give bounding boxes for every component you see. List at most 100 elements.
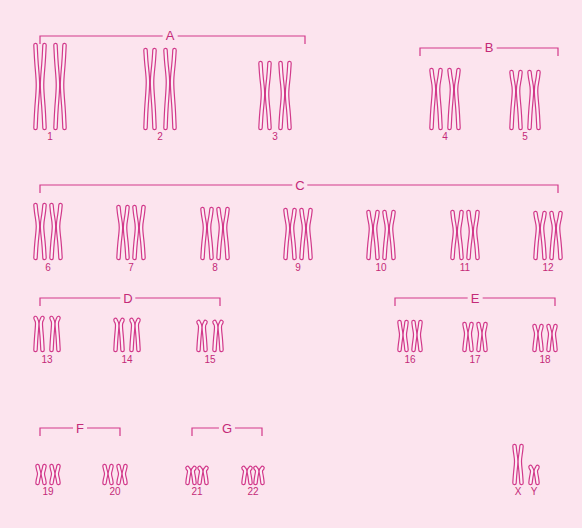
chromatid-fill [470,324,472,350]
chromatid-outline [540,326,542,350]
chromatid-outline [256,468,258,483]
chromatid-fill [558,213,560,258]
chromosome-number: 9 [292,263,304,273]
chromatid-outline [124,466,126,483]
chromatid-fill [459,212,461,258]
group-letter: A [163,29,178,42]
chromatid-outline [199,322,201,350]
chromatid-fill [261,468,263,483]
chromatid-fill [152,50,154,128]
chromatid-outline [193,468,195,483]
chromatid-fill [42,45,44,128]
chromatid-outline [385,212,387,258]
chromatid-fill [414,322,416,350]
chromatid-fill [432,70,434,128]
chromatid-outline [267,63,269,128]
chromatid-fill [193,468,195,483]
chromatid-outline [479,324,481,350]
chromatid-fill [465,324,467,350]
chromatid-outline [119,207,121,258]
chromatid-outline [135,207,137,258]
chromatid-outline [456,70,458,128]
chromosome-number: 7 [125,263,137,273]
chromatid-outline [56,45,58,128]
chromatid-fill [450,70,452,128]
chromatid-outline [105,466,107,483]
chromatid-outline [512,72,514,128]
chromatid-fill [220,322,222,350]
chromatid-fill [137,320,139,350]
group-letter: D [120,292,135,305]
chromatid-outline [308,210,310,258]
chromatid-outline [469,212,471,258]
chromosome-number: 21 [188,487,205,497]
chromatid-fill [515,446,517,483]
chromatid-fill [302,210,304,258]
chromatid-fill [38,466,40,483]
chromatid-fill [542,213,544,258]
chromatid-fill [405,322,407,350]
chromatid-outline [36,318,38,350]
chromatid-outline [220,322,222,350]
chromatid-fill [249,468,251,483]
chromosome-number: 11 [457,263,473,273]
chromatid-outline [292,210,294,258]
chromatid-fill [41,318,43,350]
chromatid-fill [166,50,168,128]
chromosome-number: 16 [401,355,418,365]
chromatid-fill [119,207,121,258]
chromatid-outline [536,72,538,128]
chromatid-outline [405,322,407,350]
chromatid-outline [515,446,517,483]
chromosome-number: 1 [44,132,56,142]
chromatid-outline [172,50,174,128]
chromatid-fill [535,326,537,350]
chromatid-fill [267,63,269,128]
chromosome-number: 6 [42,263,54,273]
chromatid-outline [146,50,148,128]
chromatid-outline [391,212,393,258]
chromatid-fill [479,324,481,350]
chromatid-fill [520,446,522,483]
chromatid-fill [125,207,127,258]
chromatid-fill [116,320,118,350]
chromatid-outline [261,63,263,128]
chromatid-fill [530,72,532,128]
chromatid-fill [292,210,294,258]
chromatid-fill [475,212,477,258]
chromatid-outline [205,468,207,483]
chromatid-outline [52,318,54,350]
chromatid-outline [62,45,64,128]
chromosome-number: X [512,487,525,497]
chromatid-fill [146,50,148,128]
group-letter: B [482,41,497,54]
chromatid-outline [244,468,246,483]
chromosome-number: 5 [519,132,531,142]
chromatid-fill [57,466,59,483]
chromatid-fill [119,466,121,483]
chromatid-outline [475,212,477,258]
chromatid-outline [536,213,538,258]
chromatid-fill [391,212,393,258]
chromosome-number: 15 [201,355,218,365]
chromatid-outline [41,318,43,350]
chromatid-fill [531,467,533,483]
chromatid-outline [552,213,554,258]
chromatid-outline [166,50,168,128]
chromatid-outline [414,322,416,350]
group-letter: C [292,179,307,192]
chromatid-outline [432,70,434,128]
chromatid-fill [105,466,107,483]
chromatid-fill [36,318,38,350]
chromatid-outline [204,322,206,350]
chromatid-outline [470,324,472,350]
chromatid-fill [204,322,206,350]
chromosome-number: 4 [439,132,451,142]
chromatid-outline [287,63,289,128]
chromatid-fill [438,70,440,128]
chromatid-outline [200,468,202,483]
chromatid-outline [465,324,467,350]
chromatid-outline [219,209,221,258]
